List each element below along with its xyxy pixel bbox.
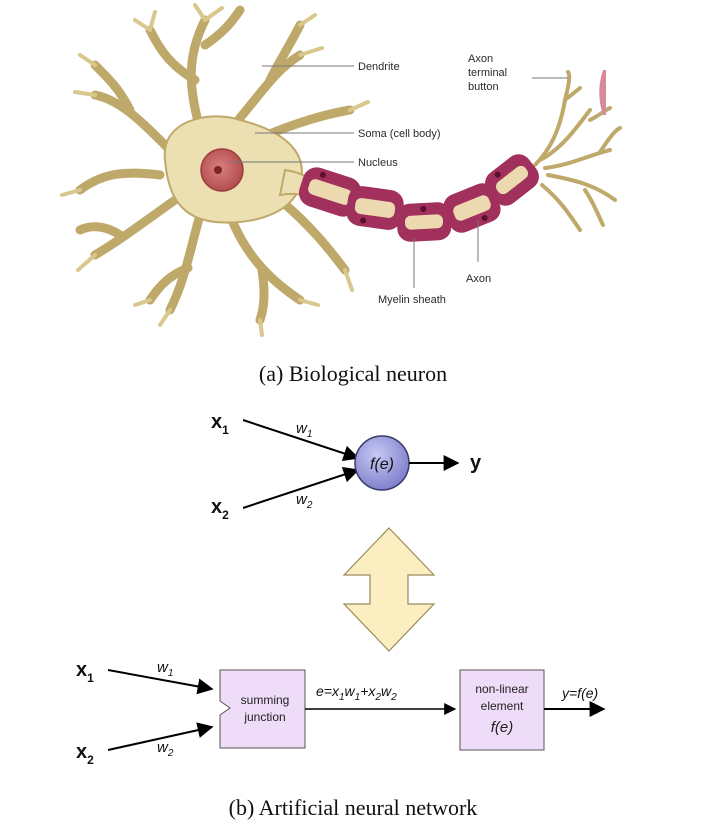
label-axon-terminal-line2: terminal: [468, 67, 507, 79]
ann-w2: w2: [157, 739, 174, 759]
ann-input-arrow-1: [107, 669, 214, 695]
perceptron-x1: x1: [211, 411, 229, 437]
ann-block-diagram: summing junction e=x1w1+x2w2 non-linear …: [76, 659, 606, 767]
perceptron-w2: w2: [296, 491, 313, 511]
nucleolus: [214, 166, 222, 174]
equivalence-double-arrow: [342, 527, 436, 652]
neuron-labels: Dendrite Soma (cell body) Nucleus Axon t…: [358, 53, 507, 306]
perceptron-input-arrow-1: [242, 419, 360, 462]
myelin-sheath-segments: [298, 154, 539, 242]
dendrites: [75, 5, 355, 325]
non-linear-element-box: [459, 669, 545, 751]
label-myelin-sheath: Myelin sheath: [378, 294, 446, 306]
nonlinear-label-line3: f(e): [491, 719, 514, 736]
nonlinear-label-line2: element: [481, 699, 524, 713]
axon-terminal-branches: [533, 70, 622, 232]
perceptron-w1: w1: [296, 420, 312, 440]
perceptron-x2: x2: [211, 496, 229, 522]
label-axon-terminal-line1: Axon: [468, 53, 493, 65]
ann-input-arrow-2: [107, 722, 214, 751]
summing-label-line1: summing: [241, 693, 290, 707]
caption-biological-neuron: (a) Biological neuron: [259, 361, 447, 386]
synapse-target: [599, 70, 606, 115]
perceptron-input-arrow-2: [242, 466, 360, 509]
summing-label-line2: junction: [243, 710, 285, 724]
ann-x1: x1: [76, 659, 94, 685]
ann-output-label: y=f(e): [561, 685, 598, 701]
summing-junction-box: [219, 669, 306, 749]
leader-lines: [230, 65, 568, 288]
ann-w1: w1: [157, 659, 173, 679]
ann-equation: e=x1w1+x2w2: [316, 683, 397, 703]
caption-artificial-neural-network: (b) Artificial neural network: [229, 795, 478, 820]
perceptron-diagram: f(e) x1 x2 w1 w2 y: [211, 411, 482, 522]
label-axon: Axon: [466, 273, 491, 285]
ann-x2: x2: [76, 741, 94, 767]
perceptron-node-label: f(e): [370, 456, 394, 473]
biological-neuron-illustration: [60, 3, 622, 337]
nonlinear-label-line1: non-linear: [475, 682, 528, 696]
label-soma: Soma (cell body): [358, 128, 441, 140]
dendrite-fine-branches: [60, 3, 370, 337]
label-dendrite: Dendrite: [358, 61, 400, 73]
label-nucleus: Nucleus: [358, 157, 398, 169]
label-axon-terminal-line3: button: [468, 81, 499, 93]
perceptron-output-y: y: [470, 452, 482, 474]
